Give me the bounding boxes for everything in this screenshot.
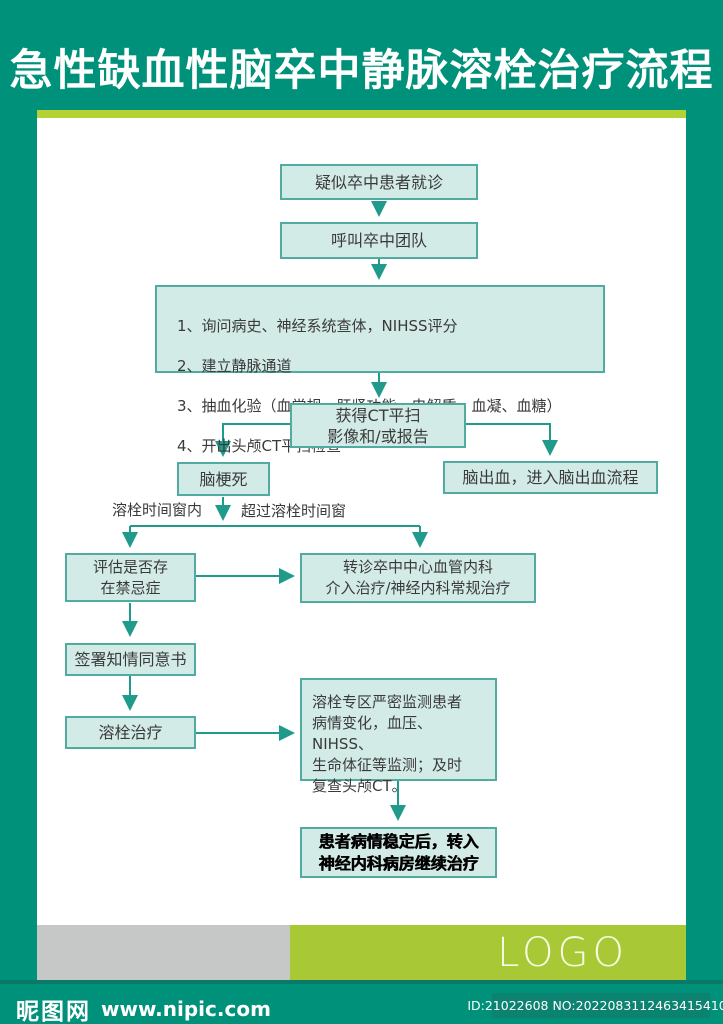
assessment-step-2: 2、建立静脉通道 (177, 357, 292, 375)
poster-title: 急性缺血性脑卒中静脉溶栓治疗流程 (9, 46, 714, 96)
accent-bar-top (37, 110, 686, 118)
node-call-stroke-team: 呼叫卒中团队 (280, 222, 478, 259)
footer-gray-bar (37, 925, 290, 980)
watermark-id-text: ID:21022608 NO:20220831124634154103 (467, 998, 723, 1013)
node-cerebral-infarction: 脑梗死 (177, 462, 270, 496)
assessment-step-1: 1、询问病史、神经系统查体，NIHSS评分 (177, 317, 458, 335)
node-patient-stable-transfer: 患者病情稳定后，转入 神经内科病房继续治疗 (300, 827, 497, 878)
node-referral-treatment: 转诊卒中中心血管内科 介入治疗/神经内科常规治疗 (300, 553, 536, 603)
nipic-url: www.nipic.com (101, 997, 271, 1021)
nipic-watermark: 昵图网 www.nipic.com (16, 992, 271, 1024)
node-monitoring: 溶栓专区严密监测患者 病情变化，血压、NIHSS、 生命体征等监测；及时 复查头… (300, 678, 497, 795)
label-within-time-window: 溶栓时间窗内 (112, 501, 203, 519)
node-evaluate-contraindications: 评估是否存 在禁忌症 (65, 553, 196, 602)
label-beyond-time-window: 超过溶栓时间窗 (241, 502, 347, 520)
node-thrombolysis-treatment: 溶栓治疗 (65, 716, 196, 749)
watermark-strip-edge (0, 980, 723, 984)
nipic-logo: 昵图网 (16, 999, 91, 1024)
node-suspected-stroke-visit: 疑似卒中患者就诊 (280, 164, 478, 200)
node-cerebral-hemorrhage: 脑出血，进入脑出血流程 (443, 461, 658, 494)
watermark-id-chip: ID:21022608 NO:20220831124634154103 (467, 993, 723, 1018)
logo-placeholder: LOGO (497, 929, 628, 976)
footer-lime-bar: LOGO (290, 925, 686, 980)
node-initial-assessment: 1、询问病史、神经系统查体，NIHSS评分 2、建立静脉通道 3、抽血化验（血常… (155, 285, 605, 455)
node-ct-result: 获得CT平扫 影像和/或报告 (290, 403, 466, 448)
node-informed-consent: 签署知情同意书 (65, 643, 196, 676)
